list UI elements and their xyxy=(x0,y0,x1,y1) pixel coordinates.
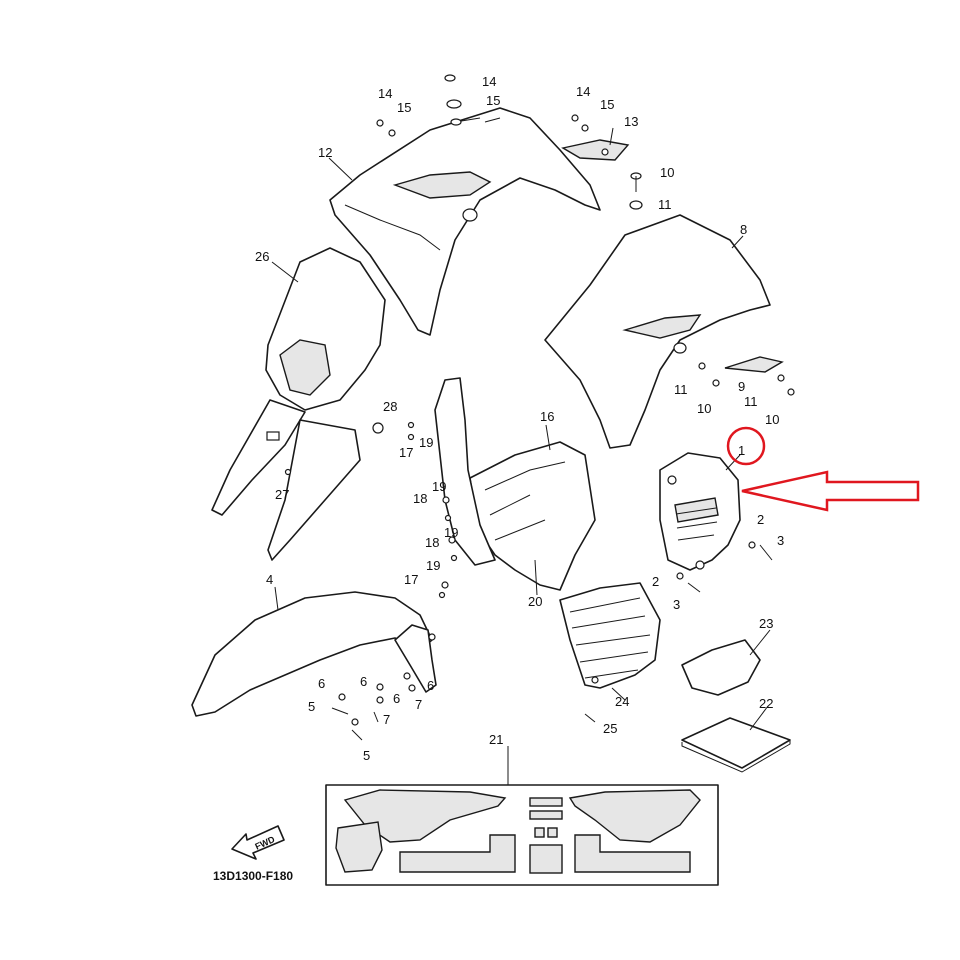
callout-4: 4 xyxy=(266,572,273,587)
callout-27: 27 xyxy=(275,487,289,502)
callout-8: 8 xyxy=(740,222,747,237)
part-23-pad xyxy=(681,639,761,696)
highlight-circle xyxy=(726,426,766,466)
callout-9: 9 xyxy=(738,379,745,394)
callout-labels: 14 15 14 15 14 15 12 13 10 11 8 26 11 10… xyxy=(255,74,784,763)
fasteners xyxy=(284,74,795,741)
callout-16: 16 xyxy=(540,409,554,424)
callout-10: 10 xyxy=(765,412,779,427)
callout-11: 11 xyxy=(674,382,688,397)
callout-7: 7 xyxy=(415,697,422,712)
callout-6: 6 xyxy=(427,678,434,693)
fwd-direction-indicator: FWD xyxy=(231,825,285,860)
callout-14: 14 xyxy=(576,84,590,99)
callout-15: 15 xyxy=(486,93,500,108)
callout-2: 2 xyxy=(757,512,764,527)
callout-3: 3 xyxy=(673,597,680,612)
part-22-sheet xyxy=(681,717,791,773)
callout-19: 19 xyxy=(426,558,440,573)
callout-7: 7 xyxy=(383,712,390,727)
callout-19: 19 xyxy=(419,435,433,450)
callout-15: 15 xyxy=(397,100,411,115)
callout-19: 19 xyxy=(432,479,446,494)
callout-5: 5 xyxy=(363,748,370,763)
callout-6: 6 xyxy=(393,691,400,706)
part-8-side-cowl xyxy=(544,214,784,449)
callout-18: 18 xyxy=(413,491,427,506)
callout-17: 17 xyxy=(404,572,418,587)
callout-5: 5 xyxy=(308,699,315,714)
part-4-front-fender xyxy=(191,591,437,717)
callout-6: 6 xyxy=(318,676,325,691)
callout-20: 20 xyxy=(528,594,542,609)
callout-2: 2 xyxy=(652,574,659,589)
callout-10: 10 xyxy=(697,401,711,416)
callout-24: 24 xyxy=(615,694,629,709)
callout-18: 18 xyxy=(425,535,439,550)
leader-lines xyxy=(271,127,771,785)
part-16-inner-panel xyxy=(434,377,596,591)
callout-1: 1 xyxy=(738,443,745,458)
part-12-upper-cowl xyxy=(329,107,601,336)
callout-26: 26 xyxy=(255,249,269,264)
callout-21: 21 xyxy=(489,732,503,747)
callout-22: 22 xyxy=(759,696,773,711)
callout-17: 17 xyxy=(399,445,413,460)
callout-3: 3 xyxy=(777,533,784,548)
part-13-bracket xyxy=(561,139,630,161)
part-21-decal-sheet xyxy=(325,784,719,886)
highlight-arrow xyxy=(741,470,920,512)
callout-19: 19 xyxy=(444,525,458,540)
diagram-code: 13D1300-F180 xyxy=(213,869,293,883)
callout-15: 15 xyxy=(600,97,614,112)
callout-10: 10 xyxy=(660,165,674,180)
callout-14: 14 xyxy=(482,74,496,89)
callout-11: 11 xyxy=(744,394,758,409)
callout-12: 12 xyxy=(318,145,332,160)
callout-13: 13 xyxy=(624,114,638,129)
callout-23: 23 xyxy=(759,616,773,631)
part-1-highlight xyxy=(726,426,920,512)
callout-28: 28 xyxy=(383,399,397,414)
callout-25: 25 xyxy=(603,721,617,736)
part-26-headlight-cowl xyxy=(211,247,386,561)
part-1-side-cover xyxy=(659,452,741,571)
callout-11: 11 xyxy=(658,197,672,212)
callout-6: 6 xyxy=(360,674,367,689)
callout-14: 14 xyxy=(378,86,392,101)
part-24-fin-panel xyxy=(559,582,661,689)
